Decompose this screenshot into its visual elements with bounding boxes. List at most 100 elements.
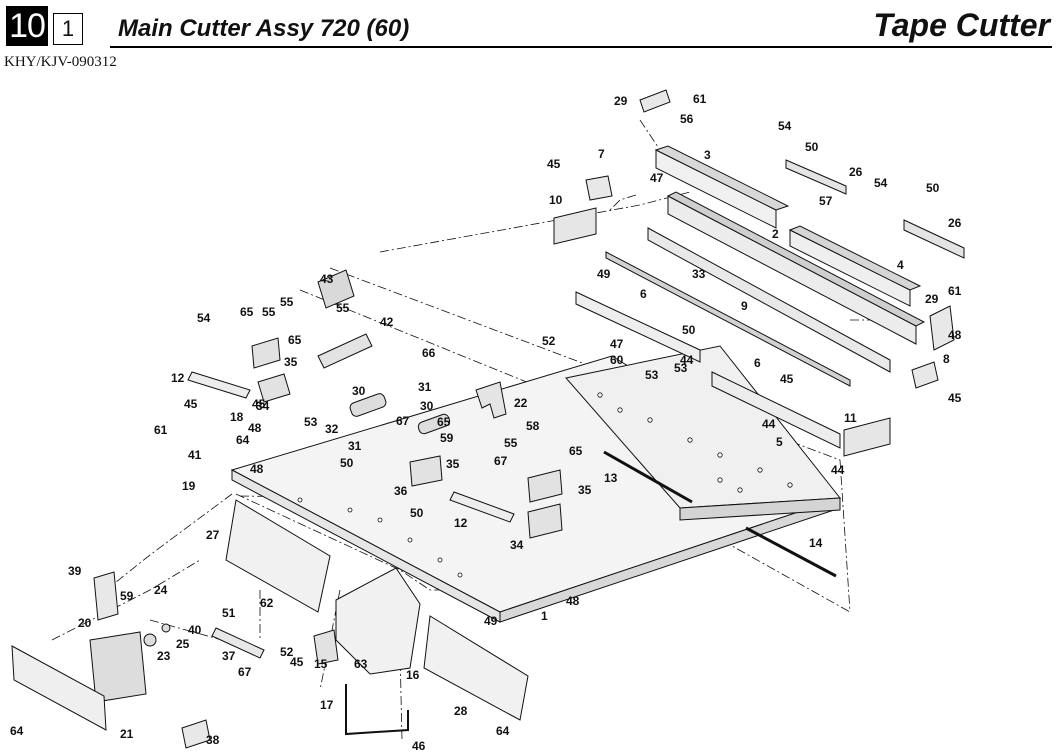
callout-45: 45 [252,397,266,411]
callout-8: 8 [943,352,950,366]
callout-13: 13 [604,471,618,485]
callout-65: 65 [437,415,451,429]
callout-65: 65 [288,333,302,347]
callout-28: 28 [454,704,468,718]
callout-54: 54 [874,176,888,190]
callout-56: 56 [680,112,694,126]
callout-33: 33 [692,267,706,281]
callout-51: 51 [222,606,236,620]
callout-66: 66 [422,346,436,360]
callout-49: 49 [484,614,498,628]
callout-31: 31 [348,439,362,453]
callout-48: 48 [948,328,962,342]
callout-36: 36 [394,484,408,498]
callout-10: 10 [549,193,563,207]
callout-48: 48 [250,462,264,476]
header-rule [110,46,1052,48]
callout-62: 62 [260,596,274,610]
callout-45: 45 [184,397,198,411]
callout-61: 61 [154,423,168,437]
callout-49: 49 [597,267,611,281]
callout-11: 11 [844,411,857,425]
callout-1: 1 [541,609,548,623]
callout-32: 32 [325,422,339,436]
callout-24: 24 [154,583,168,597]
callout-47: 47 [650,171,664,185]
callout-48: 48 [248,421,262,435]
callout-15: 15 [314,657,328,671]
callout-50: 50 [805,140,819,154]
callout-labels: 1234566789101112121314151617181920212223… [10,92,962,753]
callout-50: 50 [682,323,696,337]
callout-67: 67 [494,454,508,468]
callout-21: 21 [120,727,134,741]
callout-29: 29 [925,292,939,306]
callout-65: 65 [240,305,254,319]
callout-55: 55 [336,301,350,315]
callout-38: 38 [206,733,220,747]
callout-55: 55 [504,436,518,450]
callout-50: 50 [926,181,940,195]
callout-53: 53 [674,361,688,375]
page-number: 1 [53,13,83,45]
callout-12: 12 [454,516,468,530]
callout-45: 45 [948,391,962,405]
callout-30: 30 [352,384,366,398]
callout-2: 2 [772,227,779,241]
callout-59: 59 [440,431,454,445]
callout-39: 39 [68,564,82,578]
callout-23: 23 [157,649,171,663]
callout-53: 53 [304,415,318,429]
mounting-holes [297,392,793,578]
callout-14: 14 [809,536,823,550]
assembly-title: Main Cutter Assy 720 (60) [118,15,410,42]
document-reference: KHY/KJV-090312 [4,54,117,70]
callout-64: 64 [236,433,250,447]
callout-54: 54 [197,311,211,325]
callout-54: 54 [778,119,792,133]
callout-44: 44 [762,417,776,431]
callout-47: 47 [610,337,624,351]
callout-50: 50 [340,456,354,470]
callout-57: 57 [819,194,833,208]
callout-6: 6 [754,356,761,370]
callout-55: 55 [280,295,294,309]
callout-43: 43 [320,272,334,286]
callout-12: 12 [171,371,185,385]
callout-20: 20 [78,616,92,630]
callout-41: 41 [188,448,202,462]
callout-3: 3 [704,148,711,162]
callout-65: 65 [569,444,583,458]
callout-27: 27 [206,528,220,542]
callout-46: 46 [412,739,426,753]
page-header: 10 1 Main Cutter Assy 720 (60) Tape Cutt… [0,0,1056,52]
callout-67: 67 [238,665,252,679]
callout-35: 35 [446,457,460,471]
callout-48: 48 [566,594,580,608]
callout-45: 45 [547,157,561,171]
callout-45: 45 [290,655,304,669]
callout-26: 26 [849,165,863,179]
callout-44: 44 [680,353,694,367]
section-number: 10 [6,6,48,46]
diagram-linework [11,89,965,749]
callout-7: 7 [598,147,605,161]
callout-34: 34 [256,399,270,413]
callout-64: 64 [10,724,24,738]
callout-35: 35 [284,355,298,369]
callout-61: 61 [693,92,707,106]
callout-60: 60 [610,353,624,367]
callout-17: 17 [320,698,334,712]
callout-67: 67 [396,414,410,428]
callout-5: 5 [776,435,783,449]
callout-37: 37 [222,649,236,663]
callout-63: 63 [354,657,368,671]
callout-9: 9 [741,299,748,313]
callout-59: 59 [120,589,134,603]
callout-22: 22 [514,396,528,410]
callout-50: 50 [410,506,424,520]
callout-58: 58 [526,419,540,433]
callout-35: 35 [578,483,592,497]
callout-55: 55 [262,305,276,319]
